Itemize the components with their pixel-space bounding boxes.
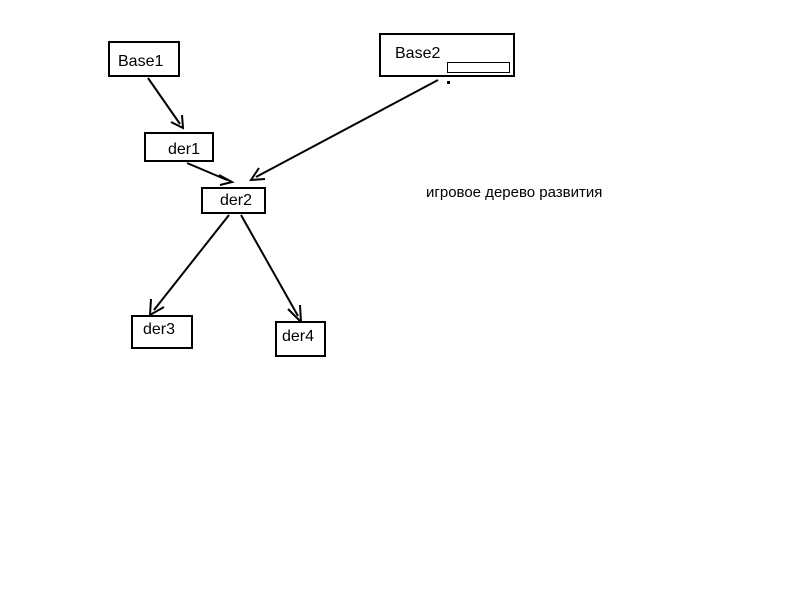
edge-der2-der3 (153, 214, 230, 311)
node-der1-label: der1 (168, 141, 201, 158)
node-base2-label: Base2 (395, 45, 441, 62)
node-base2-field (447, 62, 510, 73)
node-der4[interactable]: der4 (275, 321, 326, 357)
node-der2[interactable]: der2 (201, 187, 266, 214)
node-base2-anchor-dot (447, 81, 450, 84)
node-der3[interactable]: der3 (131, 315, 193, 349)
arrowhead-der1 (170, 114, 185, 130)
diagram-caption: игровое дерево развития (426, 184, 603, 201)
arrowhead-der2-from-base2 (249, 167, 266, 182)
arrowhead-der4 (287, 304, 303, 325)
node-base1[interactable]: Base1 (108, 41, 180, 77)
node-base2[interactable]: Base2 (379, 33, 515, 77)
node-der1[interactable]: der1 (144, 132, 214, 162)
node-base1-label: Base1 (118, 53, 164, 70)
node-der3-label: der3 (143, 321, 176, 338)
edge-der1-der2 (186, 162, 228, 181)
edge-base1-der1 (147, 77, 181, 125)
arrowhead-der2-from-der1 (218, 174, 235, 186)
edge-der2-der4 (240, 214, 299, 317)
edge-base2-der2 (255, 79, 439, 178)
node-der4-label: der4 (282, 328, 315, 345)
node-der2-label: der2 (220, 192, 253, 209)
